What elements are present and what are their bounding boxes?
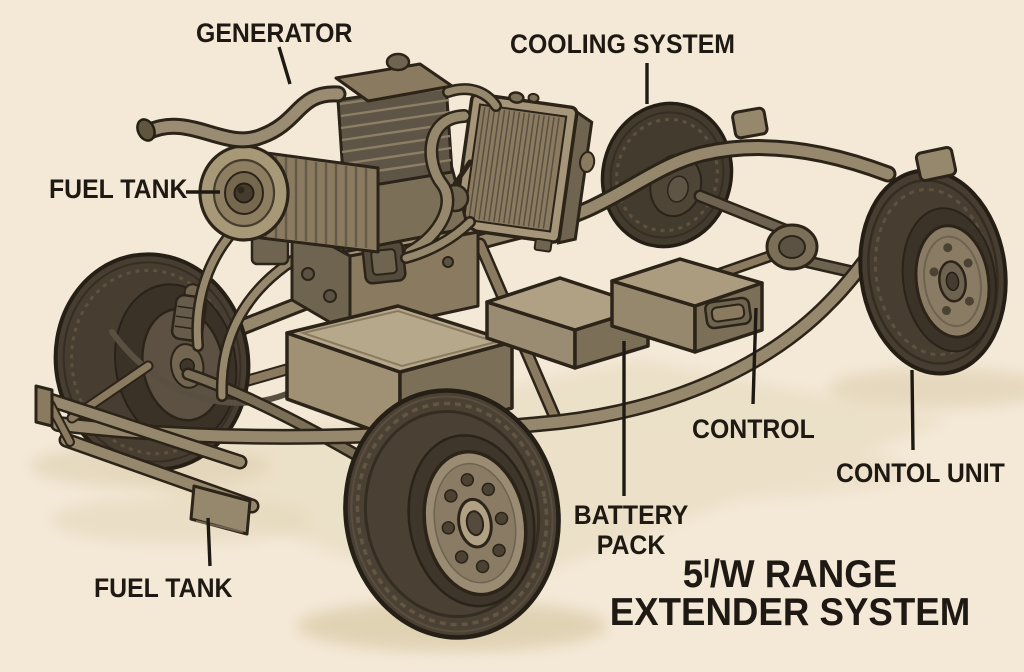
label-cooling-system: COOLING SYSTEM xyxy=(510,29,735,59)
radiator xyxy=(452,91,596,253)
engine-generator xyxy=(136,52,502,336)
label-battery-pack-line2: PACK xyxy=(596,530,666,560)
diagram-title-line1: 5ᴵ/W RANGE xyxy=(682,553,898,596)
label-generator: GENERATOR xyxy=(196,18,353,48)
leader-generator xyxy=(277,46,292,85)
label-control: CONTROL xyxy=(692,414,815,444)
battery-pack-boxes xyxy=(285,257,764,442)
control-latch xyxy=(704,296,752,330)
leader-fuel-tank-bottom xyxy=(206,517,212,567)
diagram-title: 5ᴵ/W RANGE EXTENDER SYSTEM xyxy=(569,553,1011,634)
label-fuel-tank-bottom: FUEL TANK xyxy=(94,573,233,603)
rear-body-mount xyxy=(914,145,958,183)
leader-control xyxy=(751,307,758,405)
label-control-unit: CONTOL UNIT xyxy=(836,458,1005,488)
diagram-title-line2: EXTENDER SYSTEM xyxy=(609,591,971,634)
label-fuel-tank-top: FUEL TANK xyxy=(49,174,188,204)
rear-wheel xyxy=(858,168,1008,376)
label-battery-pack: BATTERY PACK xyxy=(571,500,691,560)
label-battery-pack-line1: BATTERY xyxy=(573,500,689,530)
front-wheel xyxy=(343,388,561,640)
leader-lines xyxy=(186,46,915,567)
leader-control-unit xyxy=(910,369,915,451)
